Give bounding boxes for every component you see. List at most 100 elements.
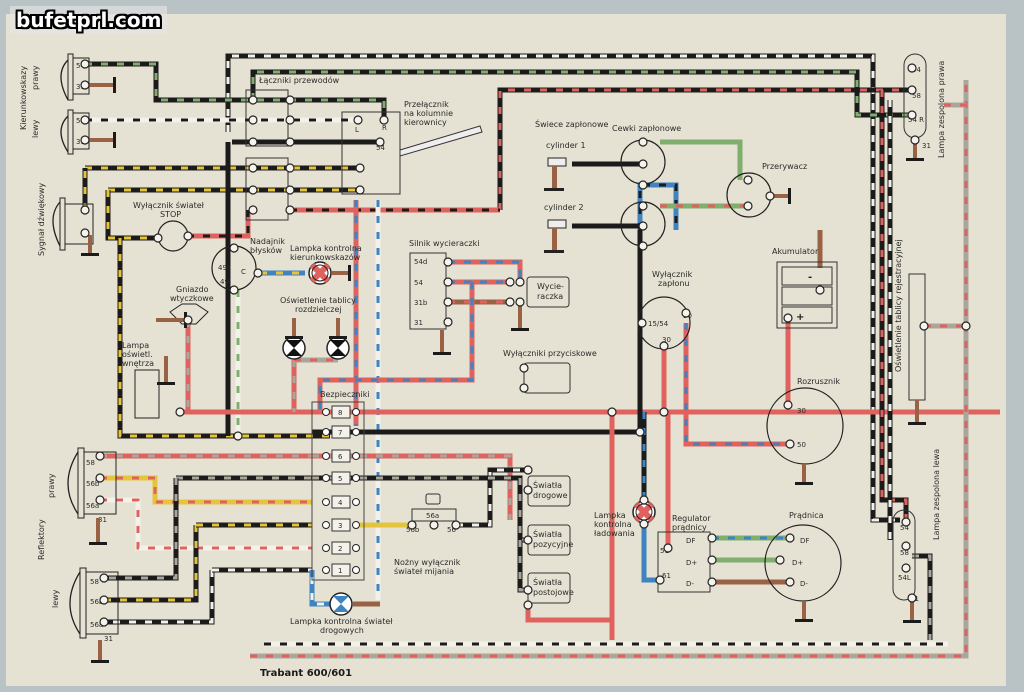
terminal-node	[765, 191, 775, 201]
ground-dash-2	[329, 318, 347, 339]
terminal-node	[285, 185, 295, 195]
terminal-node	[153, 233, 163, 243]
ground-horn	[81, 235, 99, 256]
dash-lights-label: Oświetlenie tablicy	[280, 295, 356, 305]
terminal-node	[407, 520, 417, 530]
svg-text:D-: D-	[686, 580, 694, 588]
wire-top-red-stripe	[498, 88, 912, 210]
svg-text:kontrolna: kontrolna	[594, 520, 632, 529]
terminal-node	[743, 175, 753, 185]
ground-plate	[908, 400, 926, 425]
headlight-left: 58 56b 56a 31	[69, 567, 119, 643]
horn	[52, 197, 94, 251]
wiper-label-1: Wycie-	[537, 282, 564, 291]
terminal-node	[443, 277, 453, 287]
terminals	[80, 59, 971, 627]
wire-ign50	[683, 323, 790, 447]
svg-text:3: 3	[338, 522, 342, 530]
ground-turn-left	[85, 132, 116, 148]
wire-to-postojowe-stripe	[518, 540, 528, 592]
fuse-6: 6	[322, 449, 360, 463]
terminal-node	[443, 257, 453, 267]
ground-turn-lamp	[332, 265, 351, 281]
wires	[82, 53, 1000, 659]
svg-text:54: 54	[414, 279, 423, 287]
terminal-node	[95, 495, 105, 505]
terminal-node	[519, 363, 529, 373]
terminal-node	[505, 297, 515, 307]
column-switch-label-1: Przełącznik	[404, 100, 449, 109]
ground-headlight-right	[89, 518, 107, 545]
svg-text:54d: 54d	[414, 258, 427, 266]
terminal-node	[639, 519, 649, 529]
svg-text:58: 58	[900, 549, 909, 557]
terminal-node	[638, 180, 648, 190]
wire-charge-61	[641, 524, 660, 583]
fuse-3: 3	[322, 518, 360, 532]
wire-hl-left-56b-stripe	[100, 525, 198, 602]
column-switch-label-3: kierownicy	[404, 118, 447, 127]
turn-right-side-label: prawy	[31, 65, 40, 90]
terminal-node	[519, 383, 529, 393]
wire-stop-in-stripe	[106, 190, 158, 240]
terminal-node	[707, 577, 717, 587]
turn-signal-right: 54 31	[60, 53, 90, 101]
terminal-node	[638, 221, 648, 231]
socket-label: Gniazdo	[176, 285, 209, 294]
svg-text:31: 31	[414, 319, 423, 327]
ground-tail-left	[903, 602, 921, 623]
terminal-node	[99, 573, 109, 583]
turn-indicator-lamp	[308, 261, 332, 285]
wire-outer-green	[250, 69, 912, 118]
wire-turn-right-stripe	[85, 62, 386, 120]
svg-text:-: -	[808, 272, 812, 283]
terminal-node	[95, 473, 105, 483]
terminal-node	[248, 95, 258, 105]
terminal-node	[99, 617, 109, 627]
svg-text:54: 54	[912, 66, 921, 74]
tail-left-label: Lampa zespolona lewa	[932, 449, 941, 540]
svg-text:49a: 49a	[218, 264, 231, 272]
svg-text:56b: 56b	[86, 480, 100, 488]
terminal-node	[635, 427, 645, 437]
wire-56b-stripe	[100, 476, 312, 504]
svg-text:54: 54	[900, 524, 909, 532]
terminal-node	[285, 115, 295, 125]
terminal-node	[285, 163, 295, 173]
terminal-node	[523, 485, 533, 495]
terminal-node	[443, 317, 453, 327]
turn-signals-group-label: Kierunkowskazy	[19, 66, 28, 130]
terminal-node	[505, 277, 515, 287]
terminal-node	[443, 297, 453, 307]
ground-socket	[156, 312, 187, 328]
terminal-node	[901, 563, 911, 573]
svg-text:kierunkowskazów: kierunkowskazów	[290, 252, 361, 262]
column-switch	[341, 111, 401, 195]
wire-fuse6	[312, 453, 513, 520]
terminal-node	[523, 535, 533, 545]
svg-text:8: 8	[338, 409, 342, 417]
terminal-node	[285, 205, 295, 215]
wire-hl-left-56b	[100, 525, 199, 603]
generator-label: Prądnica	[789, 511, 824, 520]
headlights-label: Reflektory	[37, 519, 46, 560]
wire-hl-left-58-stripe	[100, 478, 178, 580]
wire-top-red	[497, 87, 912, 210]
wire-coil1	[660, 139, 743, 180]
tail-lamp-left	[892, 509, 916, 601]
svg-text:31: 31	[922, 142, 931, 150]
terminal-node	[961, 321, 971, 331]
svg-text:D+: D+	[686, 559, 697, 567]
svg-text:drogowych: drogowych	[320, 626, 364, 635]
ignition-switch-label: Wyłącznik	[652, 270, 693, 279]
regulator-label: Regulator	[672, 514, 711, 523]
terminal-node	[907, 63, 917, 73]
ground-interior	[157, 356, 175, 385]
stop-switch-label: Wyłącznik świateł	[133, 200, 205, 210]
svg-text:30: 30	[662, 336, 671, 344]
svg-text:58: 58	[912, 92, 921, 100]
terminal-node	[355, 185, 365, 195]
watermark: bufetprl.com	[10, 6, 168, 34]
svg-text:31: 31	[76, 83, 85, 91]
svg-text:wtyczkowe: wtyczkowe	[170, 294, 214, 303]
